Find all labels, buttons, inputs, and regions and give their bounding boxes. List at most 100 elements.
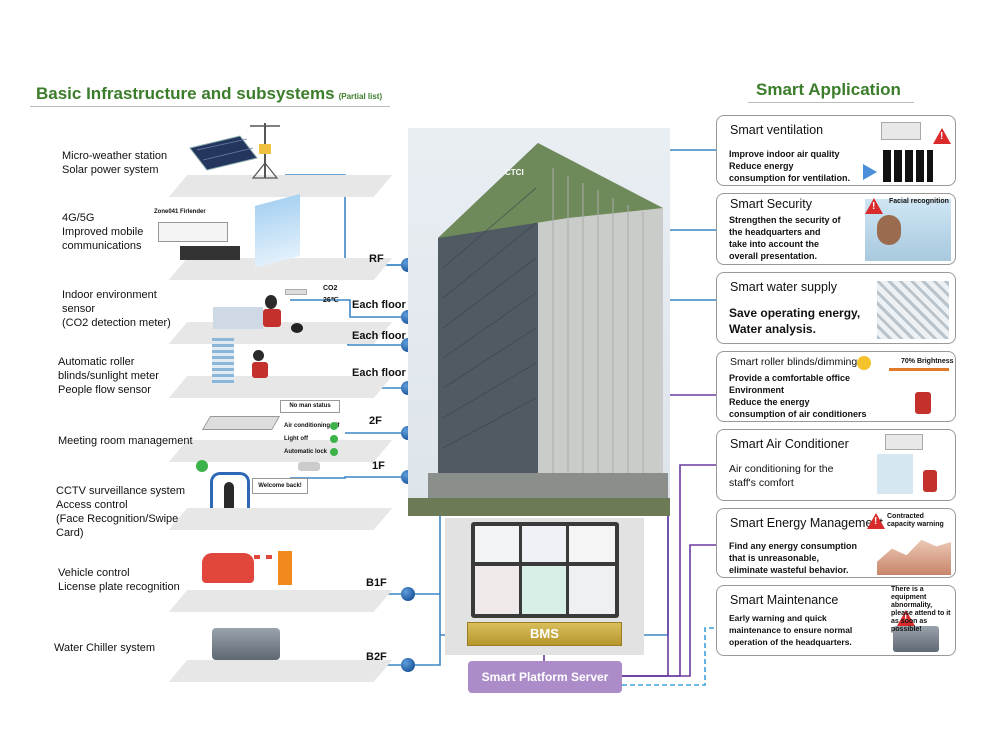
floor-label-b1f: B1F: [366, 577, 387, 589]
app-title: Smart ventilation: [730, 123, 824, 137]
building-illustration: CTCI: [408, 128, 670, 516]
app-title: Smart Energy Management: [730, 516, 883, 530]
floor-label-rf: RF: [369, 253, 384, 265]
app-title: Smart Air Conditioner: [730, 437, 849, 451]
app-title: Smart roller blinds/dimming: [730, 356, 858, 368]
subsystem-chiller: Water Chiller system: [54, 642, 156, 654]
app-card-maintenance: Smart Maintenance Early warning and quic…: [716, 585, 956, 656]
app-card-security: Smart Security Strengthen the security o…: [716, 193, 956, 265]
light-off-status: Light off: [284, 436, 308, 442]
dashboard-tile: [522, 526, 566, 562]
facial-recognition-tag: Facial recognition: [889, 198, 949, 205]
check-icon: [330, 435, 338, 443]
meeting-table: [201, 416, 281, 430]
check-icon: [330, 448, 338, 456]
welcome-message: Welcome back!: [252, 478, 308, 494]
person-icon: [253, 350, 264, 361]
chiller-unit: [212, 628, 280, 660]
right-section-title: Smart Application: [756, 80, 901, 99]
app-description: Save operating energy,Water analysis.: [729, 306, 861, 336]
smart-platform-server-box: Smart Platform Server: [468, 661, 622, 693]
connection-node: [401, 658, 415, 672]
arrow-right-icon: [863, 164, 877, 180]
left-section-title: Basic Infrastructure and subsystems(Part…: [36, 84, 383, 103]
warning-icon: !: [933, 128, 951, 144]
energy-chart-image: [877, 539, 951, 575]
plate: [168, 590, 393, 612]
app-card-water-supply: Smart water supply Save operating energy…: [716, 272, 956, 344]
person-icon: [923, 470, 937, 492]
auto-lock-status: Automatic lock: [284, 449, 328, 455]
divider: [748, 102, 914, 103]
maintenance-alert-tag: There is a equipment abnormality, please…: [891, 586, 951, 633]
dashboard-screen: [471, 522, 619, 618]
chair-icon: [263, 309, 281, 327]
sun-icon: [857, 356, 871, 370]
app-title: Smart Security: [730, 197, 812, 211]
meeting-room-illustration: No man status Air conditioning off Light…: [200, 398, 350, 458]
check-icon: [330, 422, 338, 430]
camera-icon: [291, 323, 303, 333]
building-drawing: [408, 143, 670, 516]
floor-label-each-3: Each floor: [352, 367, 406, 379]
chair-icon: [252, 362, 268, 378]
vehicle-control-illustration: [200, 545, 310, 593]
dashboard-tile: [522, 566, 566, 614]
people-group-icon: [883, 150, 933, 182]
server-rack: [180, 246, 240, 260]
barrier-post: [278, 551, 292, 585]
air-vent-icon: [881, 122, 921, 140]
warning-icon: !: [867, 513, 885, 529]
mobile-network-illustration: Zone041 Firlender: [150, 193, 330, 269]
floor-label-each-1: Each floor: [352, 299, 406, 311]
car-icon: [202, 553, 254, 583]
co2-label: CO2: [323, 285, 338, 292]
no-man-status-box: No man status: [280, 400, 340, 413]
warning-icon: !: [897, 610, 915, 626]
person-icon: [224, 482, 234, 508]
connection-node: [401, 587, 415, 601]
app-card-energy-management: Smart Energy Management Find any energy …: [716, 508, 956, 578]
water-pipes-image: [877, 281, 949, 339]
office-co2-illustration: CO2 26℃: [205, 285, 355, 335]
floor-label-each-2: Each floor: [352, 330, 406, 342]
floor-label-2f: 2F: [369, 415, 382, 427]
partial-list-note: (Partial list): [338, 92, 383, 101]
ceiling-sensor: [285, 289, 307, 295]
warning-icon: !: [865, 198, 883, 214]
brightness-tag: 70% Brightness: [901, 358, 954, 365]
floor-label-1f: 1F: [372, 460, 385, 472]
access-gate: [210, 472, 250, 508]
air-conditioner-icon: [885, 434, 923, 450]
app-card-roller-blinds: Smart roller blinds/dimming Provide a co…: [716, 351, 956, 422]
desk: [213, 307, 263, 329]
equipment-image: [893, 626, 939, 652]
mini-building-icon: [255, 193, 300, 269]
bms-box: BMS: [467, 622, 622, 646]
water-chiller-illustration: [212, 622, 282, 666]
dashboard-tile: [475, 526, 519, 562]
ac-off-status: Air conditioning off: [284, 423, 340, 429]
floor-label-b2f: B2F: [366, 651, 387, 663]
office-blinds-illustration: [208, 338, 288, 388]
capacity-warning-tag: Contracted capacity warning: [887, 513, 944, 528]
dashboard-tile: [569, 526, 615, 562]
brightness-bar: [889, 368, 949, 371]
access-control-illustration: Welcome back!: [190, 460, 330, 515]
subsystem-meeting-room: Meeting room management: [58, 435, 193, 447]
app-title: Smart water supply: [730, 280, 837, 294]
face-icon: [877, 215, 901, 245]
office-room-image: [877, 454, 913, 494]
network-diagram: [158, 222, 228, 242]
app-card-ventilation: Smart ventilation Improve indoor air qua…: [716, 115, 956, 186]
building-logo: CTCI: [505, 168, 524, 177]
